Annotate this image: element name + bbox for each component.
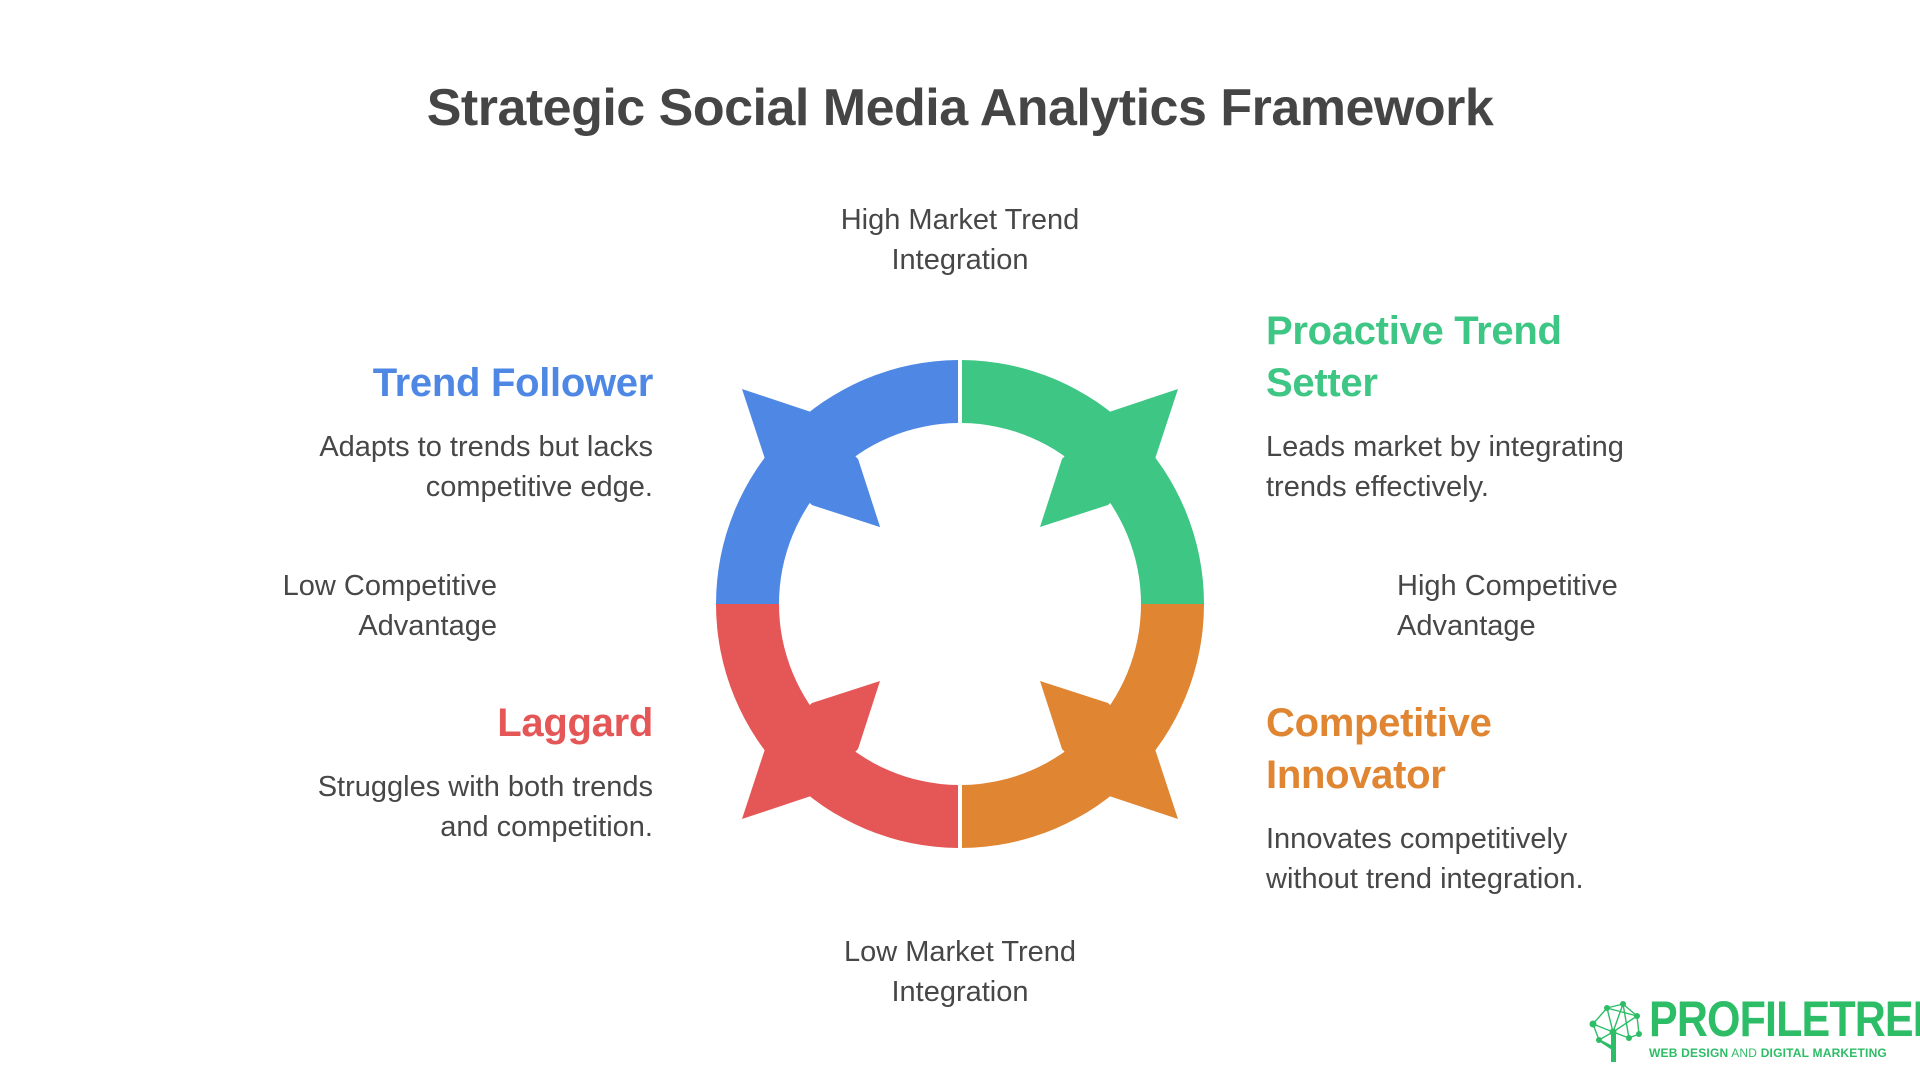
tagline-part: DIGITAL MARKETING [1760,1046,1887,1060]
description-line: Leads market by integrating [1266,431,1624,463]
axis-label-line: Integration [891,244,1029,276]
quadrant-proactive-trend-setter: Proactive Trend Setter Leads market by i… [1266,305,1726,507]
tree-network-icon [1589,1001,1642,1062]
description-line: without trend integration. [1266,863,1584,895]
quadrant-title: Proactive Trend Setter [1266,305,1726,409]
quadrant-arc-green [962,360,1204,604]
axis-label-left: Low Competitive Advantage [197,566,497,646]
axis-label-line: Integration [891,976,1029,1008]
description-line: Adapts to trends but lacks [319,431,653,463]
axis-label-bottom: Low Market Trend Integration [760,932,1160,1012]
axis-label-line: Low Market Trend [843,936,1077,968]
quadrant-title: Laggard [193,697,653,749]
axis-label-line: High Competitive [1397,570,1618,602]
description-line: trends effectively. [1266,471,1489,503]
page-title: Strategic Social Media Analytics Framewo… [426,79,1494,137]
quadrant-description: Innovates competitively without trend in… [1266,819,1726,899]
quadrant-title-line: Proactive Trend [1266,309,1562,353]
axis-label-right: High Competitive Advantage [1397,566,1717,646]
axis-label-line: High Market Trend [840,204,1080,236]
quadrant-laggard: Laggard Struggles with both trends and c… [193,697,654,847]
quadrant-title-line: Setter [1266,361,1378,405]
quadrant-arc-blue [716,360,958,604]
description-line: competitive edge. [425,471,653,503]
quadrant-title-line: Trend Follower [372,361,654,405]
description-line: Innovates competitively [1266,823,1568,855]
profiletree-logo: PROFILETREE WEB DESIGN AND DIGITAL MARKE… [1585,992,1920,1064]
axis-label-line: Advantage [1397,610,1536,642]
quadrant-arc-red [716,604,958,848]
axis-label-line: Low Competitive [282,570,497,602]
quadrant-title: Competitive Innovator [1266,697,1726,801]
quadrant-description: Leads market by integrating trends effec… [1266,427,1726,507]
tagline-part: AND [1728,1046,1761,1060]
quadrant-title-line: Innovator [1266,753,1446,797]
quadrant-title-line: Competitive [1266,701,1492,745]
quadrant-title-line: Laggard [497,701,653,745]
description-line: Struggles with both trends [317,771,653,803]
logo-tagline: WEB DESIGN AND DIGITAL MARKETING [1649,1046,1887,1060]
tagline-part: WEB DESIGN [1649,1046,1729,1060]
logo-wordmark: PROFILETREE [1649,991,1920,1047]
quadrant-ring-diagram [716,360,1204,848]
axis-label-top: High Market Trend Integration [760,200,1160,280]
quadrant-arc-orange [962,604,1204,848]
description-line: and competition. [440,811,653,843]
quadrant-competitive-innovator: Competitive Innovator Innovates competit… [1266,697,1726,899]
quadrant-description: Struggles with both trends and competiti… [193,767,653,847]
quadrant-description: Adapts to trends but lacks competitive e… [193,427,653,507]
quadrant-trend-follower: Trend Follower Adapts to trends but lack… [193,357,653,507]
axis-label-line: Advantage [358,610,497,642]
quadrant-title: Trend Follower [193,357,654,409]
